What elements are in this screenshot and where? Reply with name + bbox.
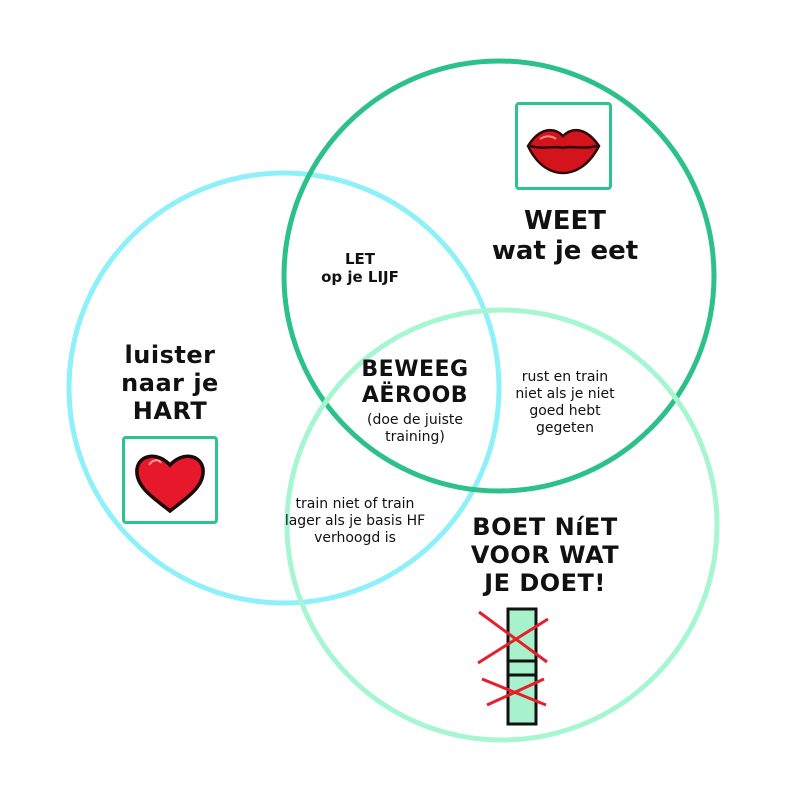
lips-icon — [526, 128, 601, 175]
label-center-title: BEWEEG AËROOB — [361, 357, 469, 408]
label-bottom-circle: BOET NíET VOOR WAT JE DOET! — [470, 513, 620, 597]
circle-left — [66, 170, 502, 606]
heart-icon-frame — [122, 436, 218, 524]
label-center-sub: (doe de juiste training) — [367, 412, 463, 445]
label-left-top-overlap: LET op je LIJF — [321, 250, 399, 286]
label-left-bottom-overlap: train niet of train lager als je basis H… — [284, 496, 426, 546]
circle-bottom — [284, 307, 720, 743]
label-top-circle: WEET wat je eet — [491, 206, 639, 266]
lips-icon-frame — [515, 102, 612, 190]
label-left-circle: luister naar je HART — [121, 341, 219, 425]
heart-icon — [135, 454, 205, 514]
circle-top — [281, 58, 717, 494]
label-top-bottom-overlap: rust en train niet als je niet goed hebt… — [515, 369, 615, 436]
